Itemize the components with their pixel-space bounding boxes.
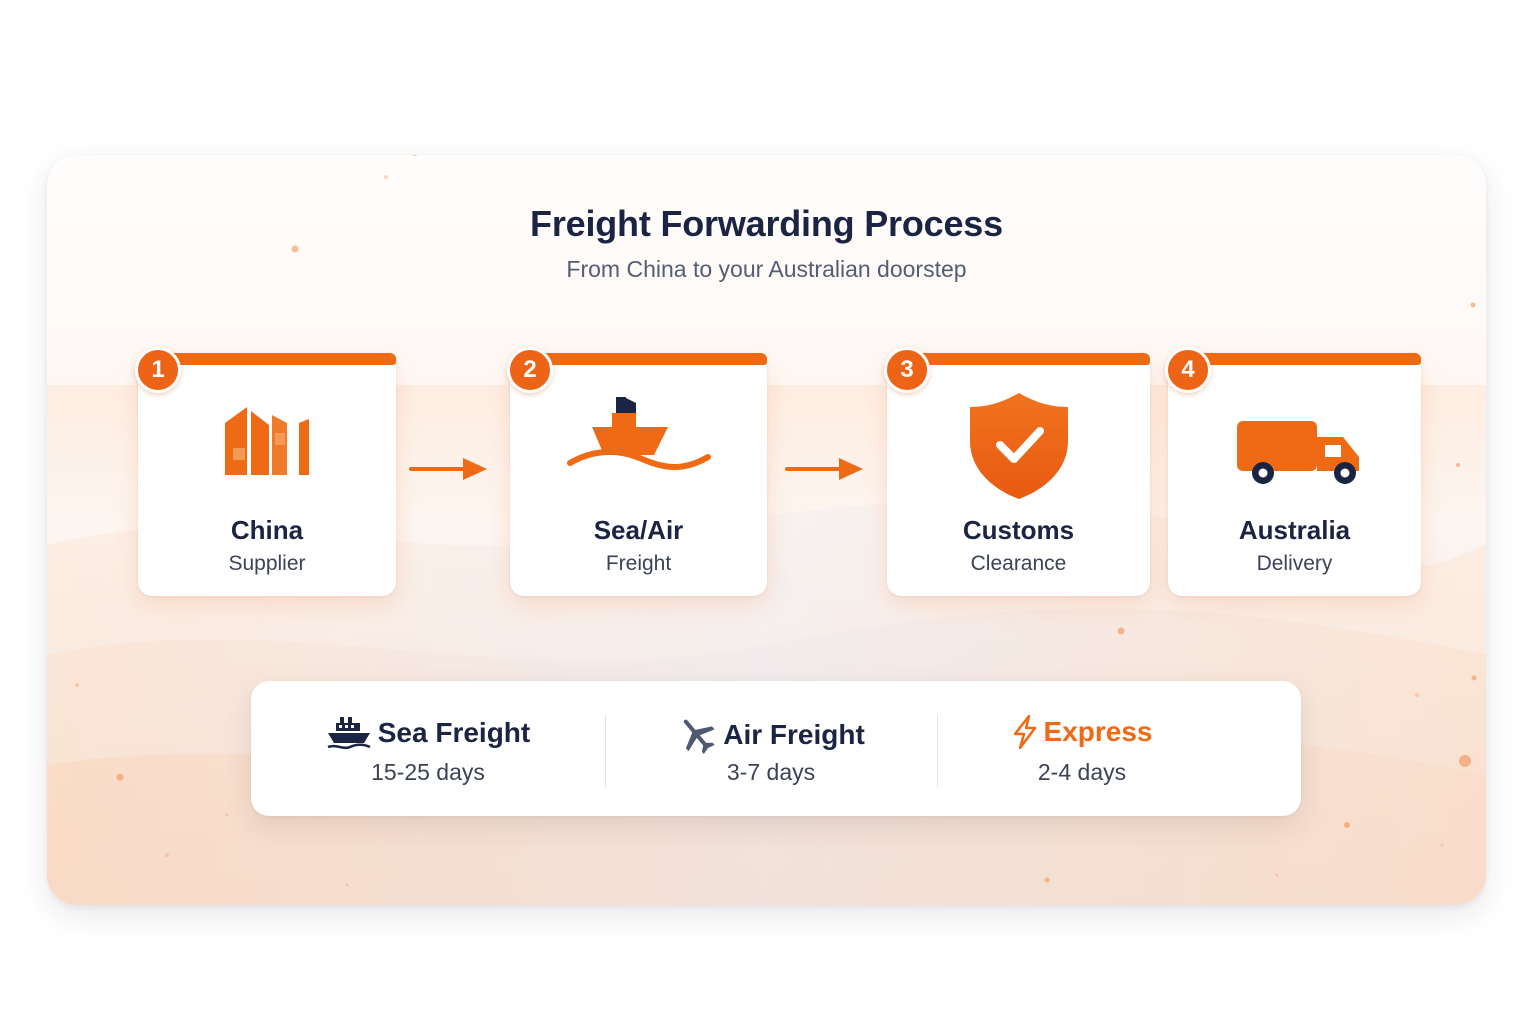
option-sea-freight: Sea Freight 15-25 days: [251, 681, 605, 816]
step-title: China: [230, 515, 304, 545]
option-label: Sea Freight: [377, 717, 531, 748]
shield-check-icon: [887, 389, 1150, 499]
step-number-badge: 3: [884, 347, 930, 393]
step-accent-bar: [1182, 353, 1421, 365]
step-accent-bar: [524, 353, 767, 365]
step-card-sea-air: 2 Sea/Air Freight: [507, 347, 767, 596]
ship-icon: [510, 393, 767, 503]
option-label: Air Freight: [723, 719, 865, 750]
option-label: Express: [1043, 716, 1153, 747]
step-card-china: 1 China Supplier: [135, 347, 396, 596]
airplane-icon: [684, 719, 715, 755]
step-number-badge: 2: [507, 347, 553, 393]
step-accent-bar: [901, 353, 1150, 365]
step-number-badge: 4: [1165, 347, 1211, 393]
process-card: Freight Forwarding Process From China to…: [47, 155, 1486, 905]
option-air-freight: Air Freight 3-7 days: [605, 681, 937, 816]
lightning-icon: [1013, 715, 1036, 749]
divider: [937, 715, 938, 787]
step-title: Sea/Air: [593, 515, 684, 545]
arrow-right-icon: [409, 458, 487, 480]
option-duration: 3-7 days: [726, 759, 816, 785]
arrow-right-icon: [785, 458, 863, 480]
step-subtitle: Delivery: [1256, 552, 1333, 575]
page-title: Freight Forwarding Process: [530, 203, 1003, 244]
divider: [605, 715, 606, 787]
factory-icon: [138, 393, 396, 503]
option-express: Express 2-4 days: [937, 681, 1227, 816]
step-card-australia: 4 Australia Delivery: [1165, 347, 1421, 596]
option-duration: 2-4 days: [1037, 759, 1127, 785]
step-title: Customs: [962, 515, 1075, 545]
step-number-badge: 1: [135, 347, 181, 393]
option-duration: 15-25 days: [371, 759, 485, 785]
step-subtitle: Freight: [605, 552, 672, 575]
step-accent-bar: [152, 353, 396, 365]
truck-icon: [1168, 393, 1421, 503]
step-subtitle: Clearance: [970, 552, 1067, 575]
step-card-customs: 3 Customs Clearance: [884, 347, 1150, 596]
shipping-options-panel: Sea Freight 15-25 days Air Freight 3-7 d…: [251, 681, 1301, 816]
step-title: Australia: [1238, 515, 1351, 545]
step-subtitle: Supplier: [228, 552, 306, 575]
ship-icon: [327, 717, 371, 750]
page-subtitle: From China to your Australian doorstep: [566, 256, 967, 282]
